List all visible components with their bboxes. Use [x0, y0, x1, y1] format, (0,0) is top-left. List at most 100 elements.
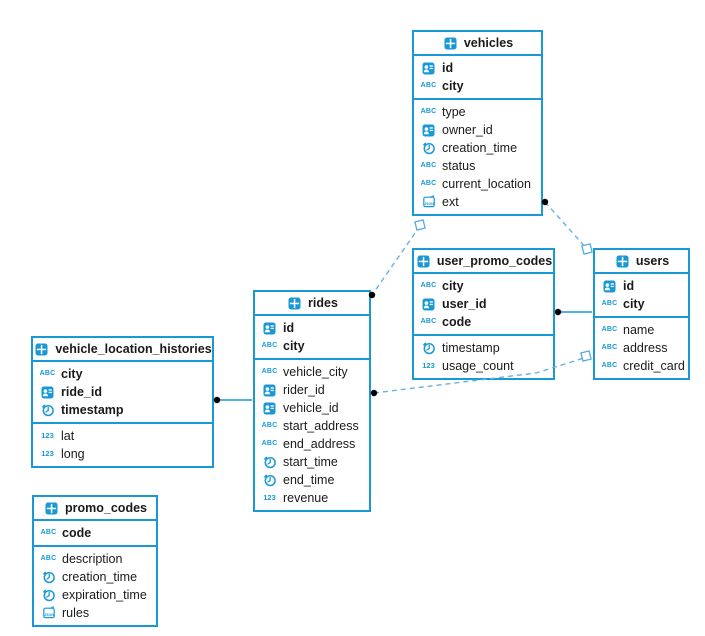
column-timestamp[interactable]: timestamp [33, 401, 212, 419]
table-title: promo_codes [65, 501, 147, 515]
svg-text:JSON: JSON [44, 613, 54, 617]
column-owner_id[interactable]: owner_id [414, 121, 541, 139]
column-label: id [283, 321, 295, 335]
json-type-icon: JSON [420, 195, 437, 209]
column-label: id [442, 61, 454, 75]
column-description[interactable]: ABC description [34, 550, 156, 568]
table-header[interactable]: user_promo_codes [414, 250, 553, 274]
column-label: revenue [283, 491, 329, 505]
number-type-icon: 123 [422, 361, 435, 370]
column-label: vehicle_id [283, 401, 339, 415]
relation-square-marker [414, 219, 426, 231]
column-label: id [623, 279, 635, 293]
column-label: current_location [442, 177, 531, 191]
column-timestamp[interactable]: timestamp [414, 339, 553, 357]
column-label: creation_time [442, 141, 518, 155]
timestamp-type-icon [420, 141, 437, 155]
table-header[interactable]: users [595, 250, 688, 274]
text-type-icon: ABC [40, 555, 57, 562]
column-label: vehicle_city [283, 365, 348, 379]
timestamp-type-icon [420, 341, 437, 355]
table-header[interactable]: vehicles [414, 32, 541, 56]
column-id[interactable]: id [595, 277, 688, 295]
column-expiration_time[interactable]: expiration_time [34, 586, 156, 604]
text-type-icon: ABC [420, 162, 437, 169]
column-creation_time[interactable]: creation_time [34, 568, 156, 586]
id-badge-icon [420, 62, 437, 75]
column-label: usage_count [442, 359, 514, 373]
table-icon [286, 297, 303, 310]
column-label: start_address [283, 419, 359, 433]
column-end_time[interactable]: end_time [255, 471, 369, 489]
column-label: city [623, 297, 645, 311]
relation-vehicles-to-users [544, 201, 588, 250]
table-icon [415, 255, 432, 268]
text-type-icon: ABC [39, 370, 56, 377]
column-id[interactable]: id [414, 59, 541, 77]
column-start_time[interactable]: start_time [255, 453, 369, 471]
column-label: timestamp [442, 341, 500, 355]
column-rider_id[interactable]: rider_id [255, 381, 369, 399]
svg-text:JSON: JSON [424, 202, 434, 206]
table-header[interactable]: rides [255, 292, 369, 316]
column-vehicle_id[interactable]: vehicle_id [255, 399, 369, 417]
column-label: description [62, 552, 123, 566]
table-header[interactable]: promo_codes [34, 497, 156, 521]
column-label: code [62, 526, 92, 540]
column-id[interactable]: id [255, 319, 369, 337]
id-badge-icon [261, 322, 278, 335]
column-label: owner_id [442, 123, 493, 137]
column-user_id[interactable]: user_id [414, 295, 553, 313]
column-label: end_address [283, 437, 356, 451]
id-badge-icon [420, 298, 437, 311]
timestamp-type-icon [39, 403, 56, 417]
table-icon [43, 502, 60, 515]
id-badge-icon [39, 386, 56, 399]
text-type-icon: ABC [261, 342, 278, 349]
columns-section: timestamp 123 usage_count [414, 334, 553, 378]
column-usage_count[interactable]: 123 usage_count [414, 357, 553, 375]
column-creation_time[interactable]: creation_time [414, 139, 541, 157]
column-label: end_time [283, 473, 335, 487]
relation-square-marker [580, 350, 592, 362]
table-header[interactable]: vehicle_location_histories [33, 338, 212, 362]
id-badge-icon [261, 384, 278, 397]
column-label: long [61, 447, 85, 461]
table-title: vehicle_location_histories [55, 342, 212, 356]
column-ride_id[interactable]: ride_id [33, 383, 212, 401]
